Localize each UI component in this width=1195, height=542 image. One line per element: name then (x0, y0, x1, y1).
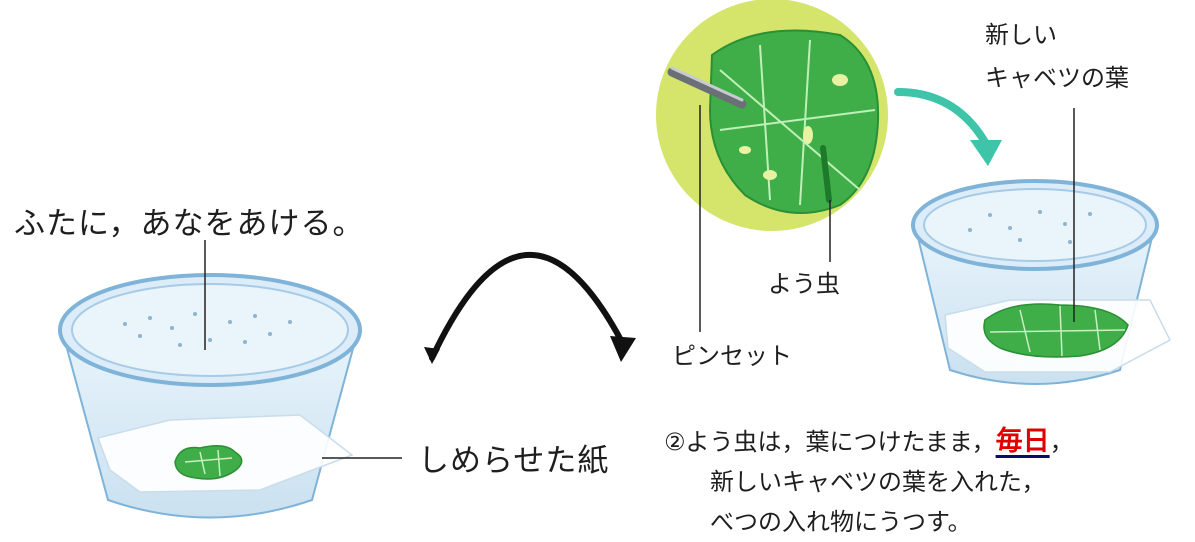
step-line-2: 新しいキャベツの葉を入れた， (710, 468, 1046, 496)
lid-hole-label: ふたに，あなをあける。 (14, 206, 365, 242)
step-number: ② (664, 428, 686, 456)
larva (820, 145, 832, 203)
step-text-a: よう虫は，葉につけたまま， (685, 428, 996, 456)
larva-label: よう虫 (768, 270, 840, 298)
damp-paper-label: しめらせた紙 (418, 443, 610, 479)
teal-arrow (894, 88, 989, 146)
cabbage-piece (174, 445, 243, 480)
highlight-every-day: 毎日 (995, 426, 1050, 457)
tweezers-label: ピンセット (672, 342, 792, 370)
right-container (911, 179, 1171, 385)
illustration (58, 0, 1171, 519)
left-container (58, 273, 362, 519)
step-instruction: ②よう虫は，葉につけたまま，毎日， 新しいキャベツの葉を入れた， べつの入れ物に… (664, 422, 1074, 542)
new-cabbage-label-line1: 新しい (985, 21, 1057, 49)
cabbage-leaf-zoom (708, 29, 880, 214)
tweezers (667, 67, 747, 109)
step-text-b: ， (1049, 428, 1074, 456)
swap-arrow (424, 251, 636, 364)
step-line-3: べつの入れ物にうつす。 (710, 508, 972, 536)
step-line-1: ②よう虫は，葉につけたまま，毎日， (664, 422, 1074, 462)
zoom-circle (656, 0, 888, 231)
new-cabbage-label-line2: キャベツの葉 (985, 64, 1129, 92)
